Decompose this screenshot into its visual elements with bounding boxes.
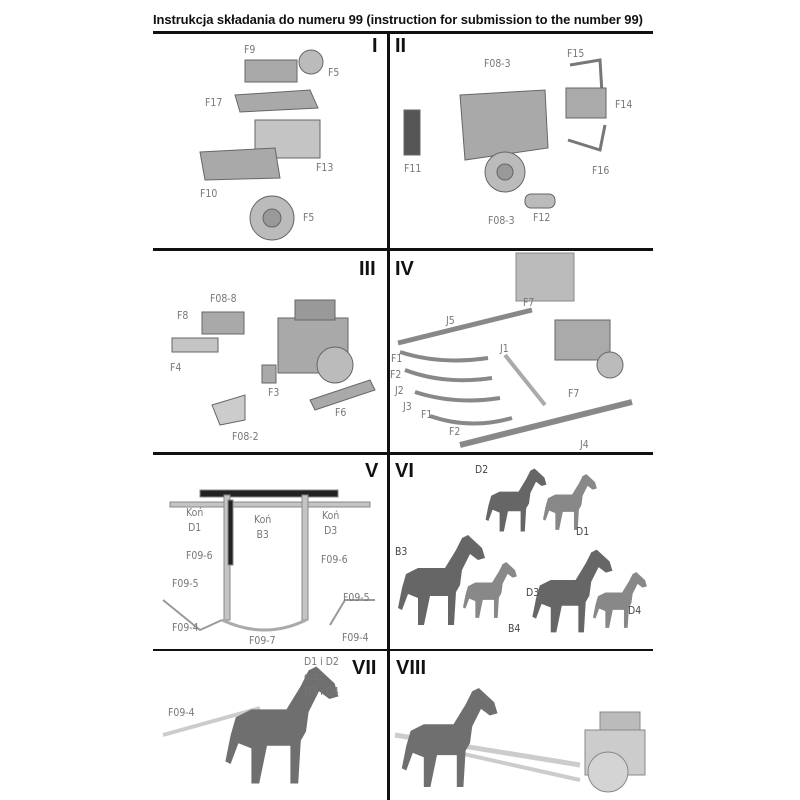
part-label: F2 <box>390 368 402 381</box>
page-title: Instrukcja składania do numeru 99 (instr… <box>153 12 643 27</box>
part-label: F13 <box>316 161 334 174</box>
panel-numeral-3: III <box>359 258 376 280</box>
part-label: F7 <box>568 387 580 400</box>
divider-row-2 <box>153 452 653 455</box>
part-label: J4 <box>580 438 589 451</box>
part-label: F1 <box>391 352 403 365</box>
panel-numeral-5: V <box>365 460 379 482</box>
part-label: F15 <box>567 47 585 60</box>
part-label: F10 <box>200 187 218 200</box>
part-label: F12 <box>533 211 551 224</box>
horse-label: B4 <box>508 622 521 635</box>
part-label: F14 <box>615 98 633 111</box>
divider-row-1 <box>153 248 653 251</box>
panel-4-parts <box>397 252 633 448</box>
panel-numeral-8: VIII <box>396 657 427 679</box>
part-label: F09-5 <box>172 577 199 590</box>
horse-label: Koń B3 <box>254 513 272 541</box>
panel-5-parts <box>162 489 375 632</box>
part-label: F09-4 <box>168 706 195 719</box>
part-label: F09-4 <box>342 631 369 644</box>
part-label: F16 <box>592 164 610 177</box>
divider-row-3 <box>153 649 653 651</box>
part-label: F11 <box>404 162 422 175</box>
part-label: F08-3 <box>484 57 511 70</box>
divider-top <box>153 31 653 34</box>
panel-7-horse <box>162 666 339 784</box>
part-label: F8 <box>177 309 189 322</box>
horse-label: D2 <box>475 463 489 476</box>
panel-numeral-2: II <box>395 35 407 57</box>
part-label: F5 <box>328 66 340 79</box>
part-label: F09-6 <box>186 549 213 562</box>
panel-2-parts <box>403 58 607 209</box>
panel-numeral-6: VI <box>395 460 414 482</box>
horse-label: D3 <box>526 586 540 599</box>
horse-label: D4 <box>628 604 642 617</box>
horse-label: Koń D1 <box>186 506 204 534</box>
part-label: F09-6 <box>321 553 348 566</box>
panel-3-parts <box>171 299 376 426</box>
panel-numeral-7: VII <box>352 657 377 679</box>
part-label: F5 <box>303 211 315 224</box>
horse-label: Koń D3 <box>322 509 340 537</box>
part-label: J1 <box>500 342 509 355</box>
part-label: F6 <box>335 406 347 419</box>
panel-numeral-1: I <box>372 35 378 57</box>
part-label: F7 <box>523 296 535 309</box>
horse-label: D1 <box>576 525 590 538</box>
horse-label: B3 <box>395 545 408 558</box>
panel-numeral-4: IV <box>395 258 414 280</box>
part-label: F4 <box>170 361 182 374</box>
part-label: F08-3 <box>488 214 515 227</box>
divider-vertical <box>387 31 390 800</box>
part-label: J2 <box>395 384 404 397</box>
panel-1-parts <box>199 49 324 241</box>
horse-label: D1 i D2 oraz D3 i D4 <box>304 655 339 698</box>
part-label: F09-5 <box>343 591 370 604</box>
part-label: F09-7 <box>249 634 276 647</box>
part-label: F1 <box>421 408 433 421</box>
part-label: J5 <box>446 314 455 327</box>
part-label: F2 <box>449 425 461 438</box>
panel-6-horses <box>398 468 647 633</box>
part-label: F08-8 <box>210 292 237 305</box>
part-label: J3 <box>403 400 412 413</box>
panel-8-horse-cart <box>394 688 646 793</box>
part-label: F09-4 <box>172 621 199 634</box>
part-label: F9 <box>244 43 256 56</box>
part-label: F08-2 <box>232 430 259 443</box>
part-label: F3 <box>268 386 280 399</box>
part-label: F17 <box>205 96 223 109</box>
